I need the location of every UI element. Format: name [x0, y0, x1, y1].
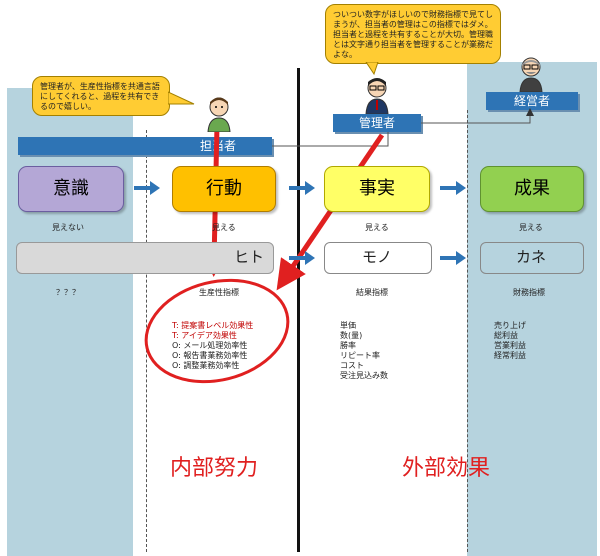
bubble-kanrisha-text: ついつい数字がほしいので財務指標で見てしまうが、担当者の管理はこの指標ではダメ。…	[333, 10, 493, 59]
divider-right	[467, 110, 468, 552]
result-list: 単価 数(量) 勝率 リピート率 コスト 受注見込み数	[340, 321, 388, 381]
kanrisha-person-icon	[365, 78, 389, 114]
stage-seika-label: 成果	[514, 178, 550, 199]
financial-title: 財務指標	[513, 288, 545, 297]
list-item: O: 報告書業務効率性	[172, 351, 248, 360]
bubble-kanrisha: ついつい数字がほしいので財務指標で見てしまうが、担当者の管理はこの指標ではダメ。…	[325, 4, 501, 64]
caption-internal-effort: 内部努力	[170, 456, 259, 481]
result-title: 結果指標	[356, 288, 388, 297]
list-item: 営業利益	[494, 341, 526, 350]
unknown-indicator: ？？？	[56, 288, 80, 297]
resource-kane: カネ	[515, 248, 546, 266]
productivity-list: T: 提案書レベル効果性 T: アイデア効果性 O: メール処理効率性 O: 報…	[172, 321, 253, 371]
kanrisha-label: 管理者	[358, 116, 395, 130]
resource-mono: モノ	[361, 248, 392, 266]
column-background-right	[467, 62, 597, 556]
keieisha-label: 経営者	[513, 94, 550, 108]
stage-jijitsu: 事実	[324, 166, 430, 212]
list-item: T: アイデア効果性	[172, 331, 237, 340]
visibility-seika: 見える	[519, 223, 543, 232]
list-item: コスト	[340, 361, 364, 370]
caption-external-effect: 外部効果	[402, 456, 491, 481]
list-item: T: 提案書レベル効果性	[172, 321, 254, 330]
keieisha-bar: 経営者	[486, 92, 578, 110]
stage-seika: 成果	[480, 166, 584, 212]
bubble-kanrisha-tail	[365, 62, 379, 76]
list-item: 単価	[340, 321, 356, 330]
resource-bracket-mono	[324, 242, 432, 274]
financial-list: 売り上げ 総利益 営業利益 経常利益	[494, 321, 526, 361]
stage-koudou: 行動	[172, 166, 276, 212]
resource-bracket-kane	[480, 242, 584, 274]
tantousha-person-icon	[207, 97, 231, 132]
resource-hito: ヒト	[233, 248, 264, 266]
productivity-title: 生産性指標	[199, 288, 239, 297]
list-item: リピート率	[340, 351, 380, 360]
stage-jijitsu-label: 事実	[359, 178, 395, 199]
list-item: 数(量)	[340, 331, 363, 340]
productivity-highlight-circle	[144, 278, 290, 384]
list-item: O: メール処理効率性	[172, 341, 248, 350]
stage-koudou-label: 行動	[206, 178, 242, 199]
bubble-tantousha-tail	[168, 91, 195, 105]
list-item: 経常利益	[494, 351, 526, 360]
visibility-jijitsu: 見える	[365, 223, 389, 232]
bubble-tantousha-text: 管理者が、生産性指標を共通言語にしてくれると、過程を共有できるので嬉しい。	[40, 82, 160, 111]
resource-bracket-hito	[16, 242, 274, 274]
visibility-koudou: 見える	[212, 223, 236, 232]
list-item: 売り上げ	[494, 321, 526, 330]
list-item: 受注見込み数	[340, 371, 388, 380]
list-item: O: 調整業務効率性	[172, 361, 240, 370]
kanrisha-bar: 管理者	[333, 114, 421, 132]
list-item: 勝率	[340, 341, 356, 350]
bubble-tantousha: 管理者が、生産性指標を共通言語にしてくれると、過程を共有できるので嬉しい。	[32, 76, 170, 116]
list-item: 総利益	[494, 331, 518, 340]
visibility-ishiki: 見えない	[52, 223, 84, 232]
keieisha-person-icon	[519, 57, 543, 92]
divider-center	[297, 68, 300, 552]
stage-ishiki-label: 意識	[53, 178, 89, 199]
stage-ishiki: 意識	[18, 166, 124, 212]
